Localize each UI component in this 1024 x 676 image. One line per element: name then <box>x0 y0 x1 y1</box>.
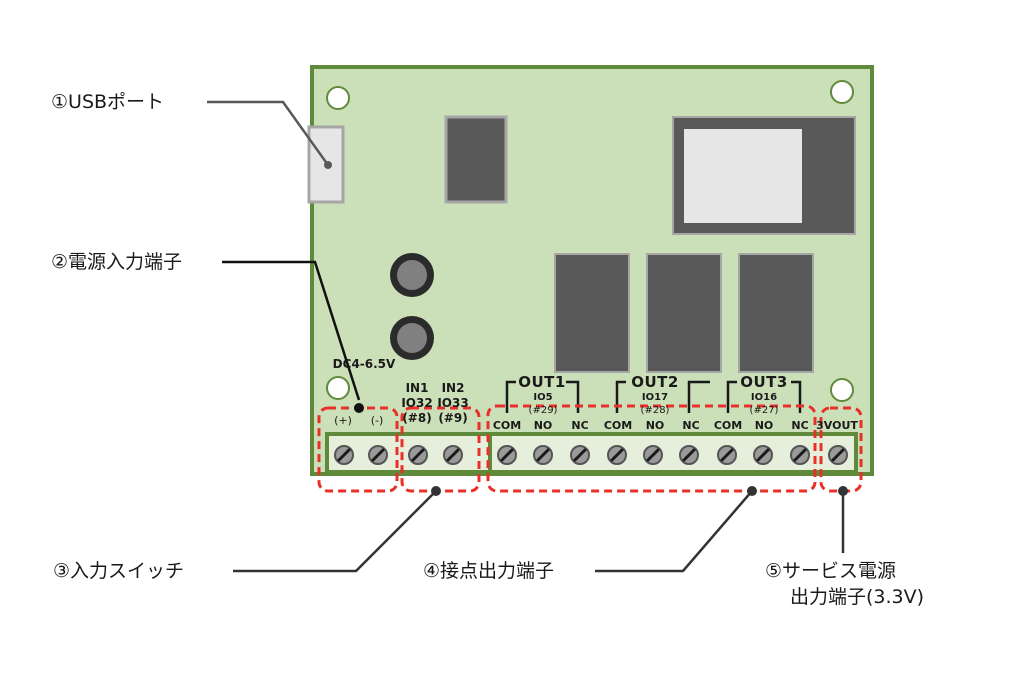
relay-2 <box>646 253 722 373</box>
screw-slot <box>536 448 550 462</box>
mounting-hole-top-right <box>830 80 854 104</box>
out1-io: IO5 <box>533 392 553 403</box>
out1-no: NO <box>533 419 553 432</box>
screw-slot <box>446 448 460 462</box>
out3-pin: (#27) <box>749 405 779 416</box>
screw-slot <box>646 448 660 462</box>
power-leader-line <box>222 260 361 401</box>
terminal-screw[interactable] <box>570 445 590 465</box>
input-1-name: IN1 <box>405 381 429 395</box>
out3-bracket <box>726 380 802 413</box>
terminal-screw[interactable] <box>334 445 354 465</box>
out2-bracket <box>615 380 710 413</box>
terminal-screw[interactable] <box>828 445 848 465</box>
screw-slot <box>500 448 514 462</box>
callout-contact-output: ④接点出力端子 <box>423 560 555 582</box>
screw-slot <box>573 448 587 462</box>
terminal-screw[interactable] <box>753 445 773 465</box>
input-2-pin: (#9) <box>438 411 468 425</box>
out3-label: OUT3 <box>740 373 788 391</box>
out3-com: COM <box>713 419 743 432</box>
out3-nc: NC <box>791 419 809 432</box>
out2-no: NO <box>645 419 665 432</box>
out2-label: OUT2 <box>631 373 679 391</box>
highlight-input-switch <box>400 406 481 493</box>
input-leader-line <box>233 490 437 573</box>
out2-com: COM <box>603 419 633 432</box>
callout-service-power-line1: ⑤サービス電源 <box>765 560 897 582</box>
screw-slot <box>756 448 770 462</box>
out3-io: IO16 <box>750 392 778 403</box>
terminal-screw[interactable] <box>643 445 663 465</box>
relay-1 <box>554 253 630 373</box>
power-pin-minus: (-) <box>370 414 384 427</box>
input-2-name: IN2 <box>441 381 465 395</box>
service-out-label: 3VOUT <box>816 419 858 432</box>
out1-pin: (#29) <box>528 405 558 416</box>
service-leader-dot <box>838 486 848 496</box>
capacitor-2-top <box>397 323 427 353</box>
contact-leader-line <box>595 490 753 573</box>
relay-3 <box>738 253 814 373</box>
input-leader-dot <box>431 486 441 496</box>
highlight-service-power <box>819 406 863 493</box>
screw-slot <box>337 448 351 462</box>
terminal-screw[interactable] <box>408 445 428 465</box>
terminal-screw[interactable] <box>607 445 627 465</box>
chip <box>444 115 508 204</box>
terminal-screw[interactable] <box>679 445 699 465</box>
terminal-screw[interactable] <box>790 445 810 465</box>
callout-usb-port: ①USBポート <box>51 91 165 113</box>
out2-nc: NC <box>682 419 700 432</box>
input-2-io: IO33 <box>437 396 469 410</box>
terminal-screw[interactable] <box>533 445 553 465</box>
highlight-contact-output <box>486 404 817 493</box>
power-rating-label: DC4-6.5V <box>332 357 396 371</box>
callout-service-power-line2: 出力端子(3.3V) <box>790 586 925 608</box>
usb-leader-dot <box>324 161 332 169</box>
power-leader-dot <box>354 403 364 413</box>
screw-slot <box>793 448 807 462</box>
screw-slot <box>371 448 385 462</box>
input-1-pin: (#8) <box>402 411 432 425</box>
out3-no: NO <box>754 419 774 432</box>
capacitor-1-top <box>397 260 427 290</box>
out1-bracket <box>505 380 580 413</box>
terminal-screw[interactable] <box>368 445 388 465</box>
out1-com: COM <box>492 419 522 432</box>
out1-label: OUT1 <box>518 373 566 391</box>
terminal-screw[interactable] <box>717 445 737 465</box>
callout-power-input: ②電源入力端子 <box>51 251 183 273</box>
module-shield <box>684 129 802 223</box>
screw-slot <box>720 448 734 462</box>
usb-leader-line <box>207 100 330 166</box>
out1-nc: NC <box>571 419 589 432</box>
input-1-io: IO32 <box>401 396 433 410</box>
contact-leader-dot <box>747 486 757 496</box>
callout-input-switch: ③入力スイッチ <box>53 560 185 582</box>
mounting-hole-bottom-right <box>830 378 854 402</box>
terminal-screw[interactable] <box>443 445 463 465</box>
terminal-screw[interactable] <box>497 445 517 465</box>
out2-pin: (#28) <box>640 405 670 416</box>
screw-slot <box>682 448 696 462</box>
screw-slot <box>831 448 845 462</box>
screw-slot <box>610 448 624 462</box>
screw-slot <box>411 448 425 462</box>
mounting-hole-top-left <box>326 86 350 110</box>
mounting-hole-bottom-left <box>326 376 350 400</box>
out2-io: IO17 <box>641 392 669 403</box>
power-pin-plus: (+) <box>334 414 352 427</box>
